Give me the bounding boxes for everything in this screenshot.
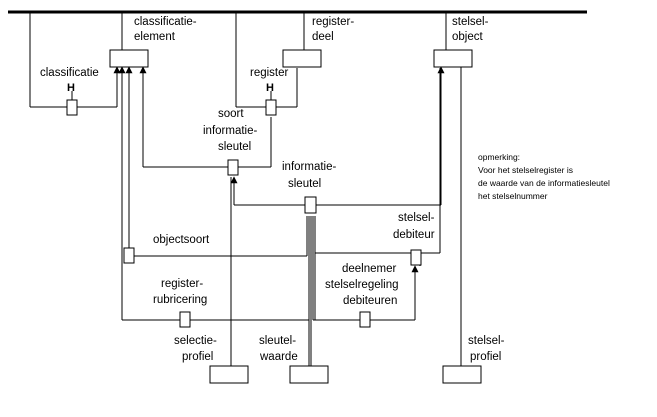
note-line-4: het stelselnummer <box>478 191 548 201</box>
informatiesleutel-rel-box <box>304 196 317 214</box>
classificatie-element-box <box>109 49 149 68</box>
label-objectsoort: objectsoort <box>153 234 210 246</box>
note-line-3: de waarde van de informatiesleutel <box>478 178 610 188</box>
label-soort-informatiesleutel-2: informatie- <box>203 125 257 137</box>
register-rel-box <box>265 99 277 116</box>
register-rubricering-rel-box <box>179 311 191 328</box>
stelsel-object-box <box>433 49 473 68</box>
label-stelsel-object-1: stelsel- <box>452 16 489 28</box>
label-selectie-profiel-1: selectie- <box>174 335 217 347</box>
label-soort-informatiesleutel-1: soort <box>218 108 244 120</box>
stelsel-debiteur-rel-box <box>410 249 422 266</box>
register-deel-box <box>282 49 322 68</box>
label-sleutel-waarde-2: waarde <box>259 351 298 363</box>
label-register-deel-2: deel <box>312 31 334 43</box>
label-sleutel-waarde-1: sleutel- <box>259 335 296 347</box>
label-soort-informatiesleutel-3: sleutel <box>218 141 251 153</box>
note-line-1: opmerking: <box>478 152 520 162</box>
label-deelnemer-2: stelselregeling <box>325 279 399 291</box>
label-stelsel-profiel-2: profiel <box>470 351 501 363</box>
classificatie-h-marker: H <box>67 82 75 94</box>
classificatie-rel-box <box>66 99 78 116</box>
label-stelsel-debiteur-2: debiteur <box>393 229 435 241</box>
label-register-rubricering-2: rubricering <box>153 294 207 306</box>
label-stelsel-profiel-1: stelsel- <box>468 335 505 347</box>
label-classificatie-element-1: classificatie- <box>134 16 197 28</box>
note-line-2: Voor het stelselregister is <box>478 165 573 175</box>
label-classificatie-element-2: element <box>134 31 176 43</box>
label-stelsel-debiteur-1: stelsel- <box>398 212 435 224</box>
label-register: register <box>250 67 289 79</box>
label-register-deel-1: register- <box>312 16 354 28</box>
sleutel-waarde-box <box>289 365 329 384</box>
register-h-marker: H <box>266 82 274 94</box>
label-register-rubricering-1: register- <box>161 278 203 290</box>
label-deelnemer-1: deelnemer <box>342 263 397 275</box>
selectie-profiel-box <box>209 365 249 384</box>
label-informatiesleutel-1: informatie- <box>282 161 336 173</box>
objectsoort-rel-box <box>123 247 135 264</box>
deelnemer-rel-box <box>359 311 371 328</box>
label-classificatie: classificatie <box>40 67 99 79</box>
label-deelnemer-3: debiteuren <box>343 295 397 307</box>
label-stelsel-object-2: object <box>452 31 483 43</box>
label-informatiesleutel-2: sleutel <box>288 178 321 190</box>
soort-informatiesleutel-rel-box <box>227 159 239 176</box>
stelsel-profiel-box <box>442 365 482 384</box>
label-selectie-profiel-2: profiel <box>182 351 213 363</box>
